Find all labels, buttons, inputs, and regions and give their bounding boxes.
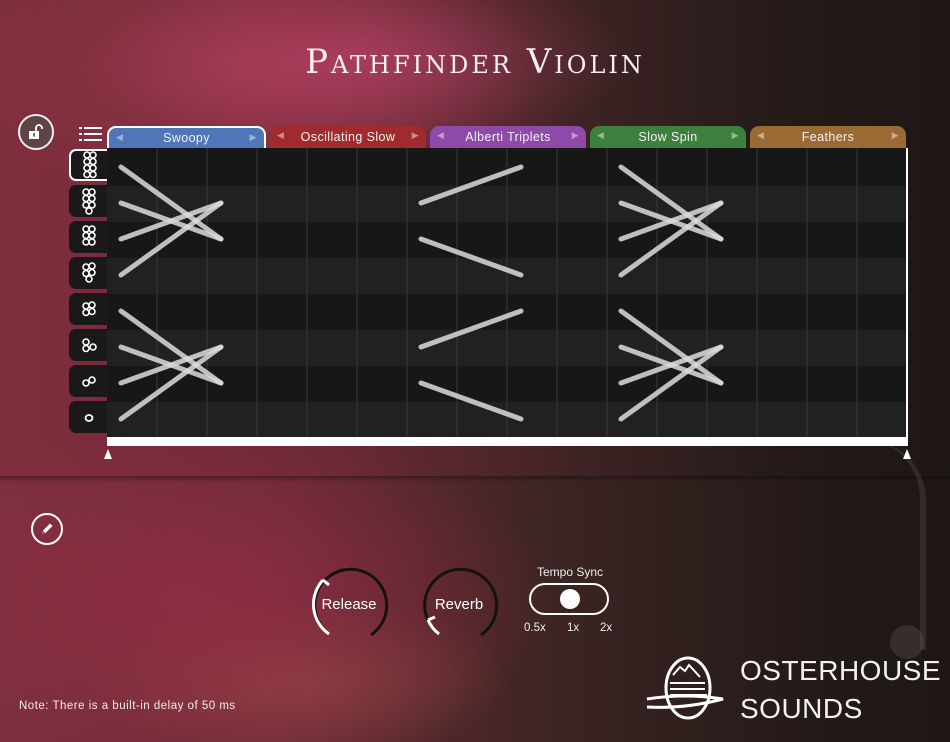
tab-label: Oscillating Slow xyxy=(300,130,396,144)
tempo-option-half[interactable]: 0.5x xyxy=(524,622,546,634)
next-arrow-icon[interactable]: ▶ xyxy=(891,130,899,140)
prev-arrow-icon[interactable]: ◀ xyxy=(437,130,445,140)
next-arrow-icon[interactable]: ▶ xyxy=(571,130,579,140)
reverb-label: Reverb xyxy=(434,596,484,613)
treble-clef-decoration xyxy=(850,440,926,650)
three-note-cluster-icon xyxy=(82,338,97,353)
reverb-knob-arc xyxy=(423,567,499,637)
tempo-sync-switch[interactable] xyxy=(529,583,609,615)
four-note-cluster-icon xyxy=(82,301,96,317)
prev-arrow-icon[interactable]: ◀ xyxy=(116,132,124,142)
five-note-cluster-icon xyxy=(82,262,96,283)
next-arrow-icon[interactable]: ▶ xyxy=(249,132,257,142)
latency-note: Note: There is a built-in delay of 50 ms xyxy=(19,700,236,712)
tab-swoopy[interactable]: ◀ Swoopy ▶ xyxy=(107,126,266,148)
tab-oscillating-slow[interactable]: ◀ Oscillating Slow ▶ xyxy=(270,126,426,148)
pattern-note-line xyxy=(118,308,224,386)
release-knob[interactable]: Release xyxy=(309,567,389,647)
voice-4-notes[interactable] xyxy=(69,293,109,325)
voice-1-note[interactable] xyxy=(69,401,109,433)
pattern-note-line xyxy=(418,380,524,422)
next-arrow-icon[interactable]: ▶ xyxy=(731,130,739,140)
preset-menu-button[interactable] xyxy=(79,126,103,142)
tab-slow-spin[interactable]: ◀ Slow Spin ▶ xyxy=(590,126,746,148)
edit-button[interactable] xyxy=(31,513,63,545)
brand-name: OSTERHOUSE SOUNDS xyxy=(740,652,941,728)
pattern-note-line xyxy=(618,200,724,242)
pattern-note-line xyxy=(618,344,724,386)
instrument-title: Pathfinder Violin xyxy=(305,42,645,82)
pattern-grid[interactable] xyxy=(107,148,908,437)
tab-label: Feathers xyxy=(801,130,855,144)
tempo-sync-handle[interactable] xyxy=(560,589,580,609)
pencil-icon xyxy=(42,523,53,534)
tab-label: Slow Spin xyxy=(638,130,698,144)
brand-line1: OSTERHOUSE xyxy=(740,655,942,686)
pattern-note-line xyxy=(118,164,224,242)
pattern-note-line xyxy=(418,236,524,278)
tab-alberti-triplets[interactable]: ◀ Alberti Triplets ▶ xyxy=(430,126,586,148)
tab-feathers[interactable]: ◀ Feathers ▶ xyxy=(750,126,906,148)
prev-arrow-icon[interactable]: ◀ xyxy=(277,130,285,140)
six-note-cluster-icon xyxy=(82,225,96,246)
pattern-note-line xyxy=(118,200,224,278)
pattern-note-line xyxy=(618,200,724,278)
pattern-note-line xyxy=(118,344,224,386)
pattern-note-line xyxy=(418,308,524,350)
tab-label: Alberti Triplets xyxy=(465,130,551,144)
release-label: Release xyxy=(321,596,377,613)
pattern-lines-canvas[interactable] xyxy=(107,148,906,437)
voice-8-notes[interactable] xyxy=(69,149,109,181)
voice-3-notes[interactable] xyxy=(69,329,109,361)
eight-note-cluster-icon xyxy=(83,151,97,179)
prev-arrow-icon[interactable]: ◀ xyxy=(597,130,605,140)
tempo-option-1x[interactable]: 1x xyxy=(567,622,580,634)
pattern-note-line xyxy=(618,344,724,422)
range-start-marker[interactable] xyxy=(104,449,112,459)
voice-2-notes[interactable] xyxy=(69,365,109,397)
osterhouse-logo-icon xyxy=(646,656,724,720)
range-end-marker[interactable] xyxy=(903,449,911,459)
panel-divider xyxy=(0,476,950,482)
tab-label: Swoopy xyxy=(163,131,210,145)
playback-range-bar[interactable] xyxy=(107,437,908,446)
brand-line2: SOUNDS xyxy=(740,693,863,724)
treble-clef-decoration-dot xyxy=(890,625,924,659)
single-note-icon xyxy=(84,414,94,422)
tempo-sync-label: Tempo Sync xyxy=(536,565,604,579)
pattern-note-line xyxy=(418,164,524,206)
pattern-note-line xyxy=(118,344,224,422)
pattern-note-line xyxy=(118,200,224,242)
tempo-option-2x[interactable]: 2x xyxy=(600,622,613,634)
voice-7-notes[interactable] xyxy=(69,185,109,217)
lock-button[interactable] xyxy=(18,114,54,150)
reverb-knob[interactable]: Reverb xyxy=(419,567,499,647)
release-knob-arc xyxy=(312,567,389,637)
pattern-note-line xyxy=(618,164,724,242)
voice-5-notes[interactable] xyxy=(69,257,109,289)
prev-arrow-icon[interactable]: ◀ xyxy=(757,130,765,140)
next-arrow-icon[interactable]: ▶ xyxy=(411,130,419,140)
voice-6-notes[interactable] xyxy=(69,221,109,253)
two-note-cluster-icon xyxy=(82,376,96,387)
pattern-note-line xyxy=(618,308,724,386)
unlocked-padlock-icon xyxy=(29,124,43,139)
list-menu-icon xyxy=(79,127,102,141)
seven-note-cluster-icon xyxy=(82,188,96,215)
